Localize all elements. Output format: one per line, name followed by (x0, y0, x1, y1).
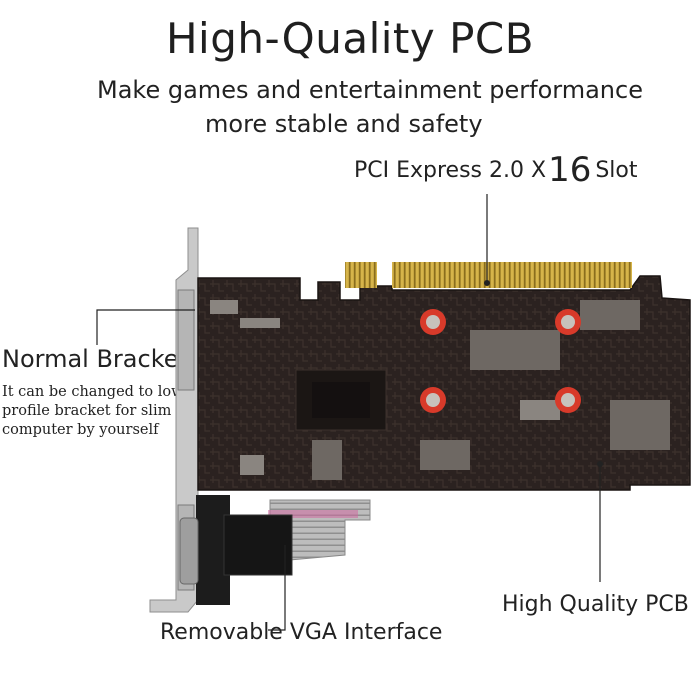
pcie-number: 16 (548, 150, 592, 190)
gold-contacts-long (392, 262, 632, 288)
bracket-callout-title: Normal Bracket (2, 345, 188, 373)
vga-callout: Removable VGA Interface (160, 620, 443, 645)
screw-pads (420, 309, 581, 413)
pcie-prefix: PCI Express 2.0 X (354, 158, 547, 183)
headline: High-Quality PCB (165, 14, 535, 63)
gold-contacts-short (345, 262, 377, 288)
bracket-callout-description: It can be changed to low profile bracket… (2, 384, 184, 438)
pcie-suffix: Slot (595, 158, 638, 183)
pcb-callout: High Quality PCB (502, 592, 689, 617)
subtitle-line-1: Make games and entertainment performance (97, 76, 643, 104)
pcb-board (197, 275, 691, 491)
vga-connector (179, 495, 293, 605)
leader-lines (96, 194, 601, 631)
subtitle-line-2: more stable and safety (205, 110, 483, 138)
